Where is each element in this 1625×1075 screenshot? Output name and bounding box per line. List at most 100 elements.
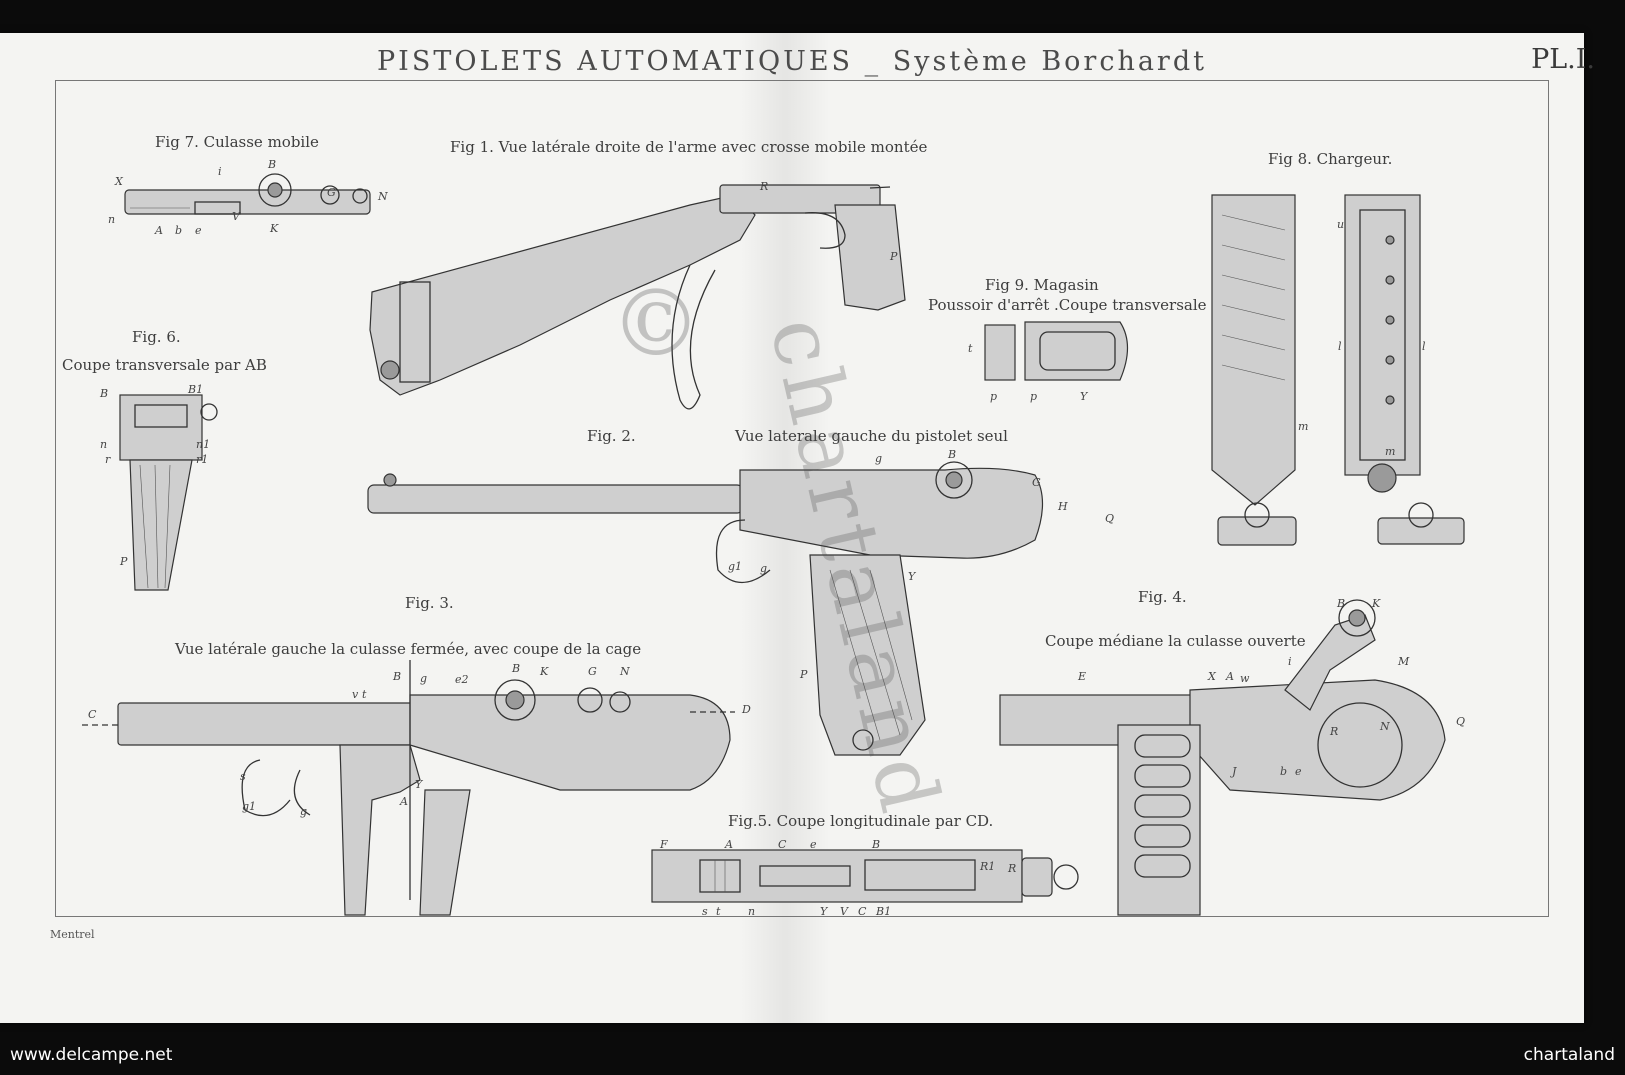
label-fig5-a: A [725, 838, 733, 851]
label-fig5-y: Y [820, 905, 828, 918]
label-fig4-i: i [1288, 655, 1292, 668]
label-fig5-c: C [778, 838, 787, 851]
footer-source-link[interactable]: www.delcampe.net [10, 1045, 173, 1065]
fig8-caption: Fig 8. Chargeur. [1268, 150, 1393, 168]
label-fig3-g: g [420, 672, 428, 685]
label-fig8-l-right: l [1422, 340, 1426, 353]
label-fig3-b: B [512, 662, 521, 675]
label-fig7-n-small: n [108, 213, 116, 226]
label-fig3-k: K [540, 665, 549, 678]
fig7-drawing [124, 173, 371, 215]
fig2-label: Fig. 2. [587, 427, 636, 445]
label-fig4-e-small: e [1295, 765, 1302, 778]
label-fig6-r: r [105, 453, 111, 466]
label-fig2-h: H [1058, 500, 1068, 513]
label-fig5-r1: R1 [980, 860, 996, 873]
fig9-drawing [984, 321, 1129, 381]
fig9-subtitle: Poussoir d'arrêt .Coupe transversale [928, 296, 1207, 314]
label-fig6-n1: n1 [196, 438, 211, 451]
label-fig2-y: Y [908, 570, 916, 583]
label-fig6-b1: B1 [188, 383, 204, 396]
engraver-signature: Mentrel [50, 928, 95, 941]
fig4-caption: Coupe médiane la culasse ouverte [1045, 632, 1306, 650]
label-fig3-c: C [88, 708, 97, 721]
label-fig4-j: J [1232, 765, 1237, 778]
label-fig4-m: M [1398, 655, 1410, 668]
label-fig3-g1: g1 [242, 800, 257, 813]
drawing-frame [55, 80, 1549, 917]
fig5-caption: Fig.5. Coupe longitudinale par CD. [728, 812, 994, 830]
fig4-drawing [999, 599, 1446, 916]
label-fig9-p-right: p [1030, 390, 1038, 403]
label-fig7-g: G [327, 186, 336, 199]
plate-number: PL.I. [1531, 44, 1595, 75]
fig2-caption: Vue laterale gauche du pistolet seul [735, 427, 1008, 445]
fig1-caption: Fig 1. Vue latérale droite de l'arme ave… [450, 138, 928, 156]
label-fig5-v: V [840, 905, 848, 918]
label-fig1-p: P [890, 250, 898, 263]
label-fig7-i: i [218, 165, 222, 178]
label-fig7-x: X [115, 175, 123, 188]
fig6-drawing [119, 394, 218, 591]
watermark-copyright-icon: © [610, 270, 702, 377]
label-fig2-g1: g1 [728, 560, 743, 573]
label-fig3-g-lower: g [300, 805, 308, 818]
label-fig3-v: v [352, 688, 359, 701]
label-fig5-e: e [810, 838, 817, 851]
fig2-drawing [367, 461, 1044, 756]
label-fig8-m-left: m [1298, 420, 1309, 433]
fig1-drawing [369, 184, 906, 410]
label-fig9-t: t [968, 342, 973, 355]
label-fig5-n: n [748, 905, 756, 918]
label-fig7-v: V [232, 210, 240, 223]
fig6-title: Fig. 6. [132, 328, 181, 346]
label-fig9-y: Y [1080, 390, 1088, 403]
label-fig5-r: R [1008, 862, 1017, 875]
label-fig9-p-left: p [990, 390, 998, 403]
label-fig5-c-lower: C [858, 905, 867, 918]
label-fig4-e: E [1078, 670, 1087, 683]
label-fig3-d: D [742, 703, 751, 716]
label-fig7-e: e [195, 224, 202, 237]
fig3-caption: Vue latérale gauche la culasse fermée, a… [175, 640, 642, 658]
label-fig2-q: Q [1105, 512, 1115, 525]
fig9-title: Fig 9. Magasin [985, 276, 1099, 294]
label-fig5-f: F [660, 838, 668, 851]
label-fig6-r1: r1 [196, 453, 209, 466]
label-fig6-n: n [100, 438, 108, 451]
label-fig3-y: Y [415, 778, 423, 791]
fig3-drawing [82, 660, 735, 916]
label-fig2-g-lower: g [760, 562, 768, 575]
label-fig8-l-left: l [1338, 340, 1342, 353]
label-fig4-r: R [1330, 725, 1339, 738]
label-fig7-a: A [155, 224, 163, 237]
label-fig7-n: N [378, 190, 388, 203]
label-fig3-s: s [240, 770, 246, 783]
fig4-label: Fig. 4. [1138, 588, 1187, 606]
label-fig1-r: R [760, 180, 769, 193]
label-fig5-s: s [702, 905, 708, 918]
label-fig7-k: K [270, 222, 279, 235]
label-fig4-a: A [1226, 670, 1234, 683]
label-fig7-b-small: b [175, 224, 183, 237]
label-fig5-t: t [716, 905, 721, 918]
label-fig3-g-upper: G [588, 665, 597, 678]
label-fig3-t: t [362, 688, 367, 701]
label-fig8-u: u [1337, 218, 1345, 231]
label-fig6-p: P [120, 555, 128, 568]
label-fig5-b: B [872, 838, 881, 851]
label-fig3-e2: e2 [455, 673, 469, 686]
label-fig4-x: X [1208, 670, 1216, 683]
plate-title: PISTOLETS AUTOMATIQUES _ Système Borchar… [377, 46, 1207, 77]
label-fig4-k: K [1372, 597, 1381, 610]
label-fig2-g: g [875, 452, 883, 465]
label-fig4-q: Q [1456, 715, 1466, 728]
fig7-caption: Fig 7. Culasse mobile [155, 133, 319, 151]
label-fig4-b: B [1337, 597, 1346, 610]
label-fig3-n: N [620, 665, 630, 678]
label-fig3-a: A [400, 795, 408, 808]
label-fig4-w: w [1240, 672, 1250, 685]
fig6-subtitle: Coupe transversale par AB [62, 356, 267, 374]
fig3-label: Fig. 3. [405, 594, 454, 612]
